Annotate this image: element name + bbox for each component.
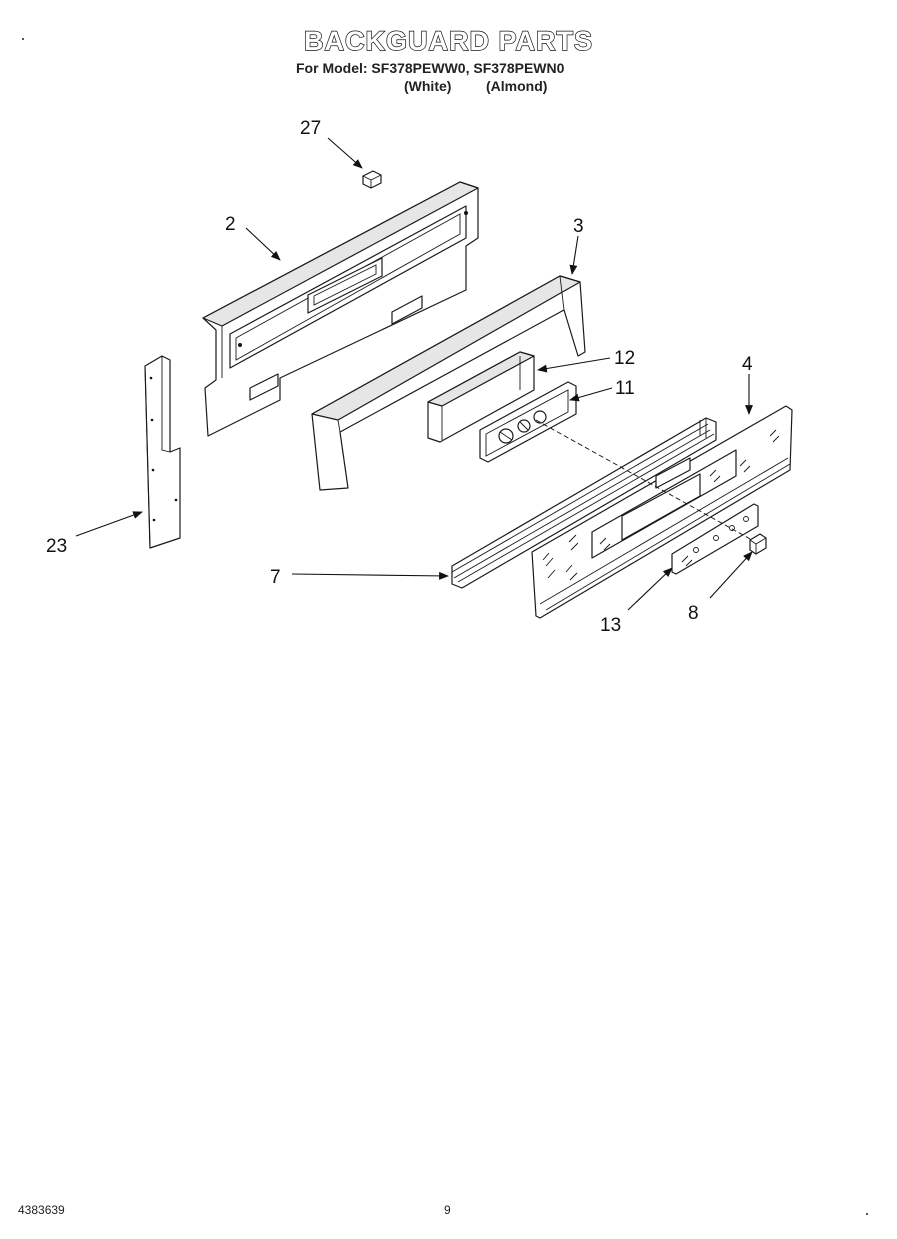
callout-12: 12 <box>614 348 635 369</box>
page-number: 9 <box>444 1203 451 1217</box>
scan-speck-bottom-right <box>866 1213 868 1215</box>
part-3-backguard-panel <box>311 275 586 491</box>
callout-13: 13 <box>600 615 621 636</box>
leader-27 <box>327 137 363 169</box>
part-12-bracket <box>427 351 535 443</box>
callout-4: 4 <box>742 354 753 375</box>
color-white-label: (White) <box>404 78 452 94</box>
part-8-knob <box>749 533 767 555</box>
leader-13 <box>627 567 673 611</box>
part-11-switch-bezel <box>479 381 577 463</box>
model-line: For Model: SF378PEWW0, SF378PEWN0 <box>296 60 565 76</box>
leader-7 <box>291 571 449 580</box>
color-almond-label: (Almond) <box>486 78 548 94</box>
callout-3: 3 <box>573 216 584 237</box>
part-23-side-trim <box>144 355 181 549</box>
scan-speck-top-left <box>22 38 24 40</box>
leader-23 <box>75 511 143 537</box>
part-27-clip <box>362 170 382 189</box>
callout-23: 23 <box>46 536 67 557</box>
part-7-extrusion <box>451 417 717 589</box>
callout-11: 11 <box>615 378 635 399</box>
page-title: BACKGUARD PARTS <box>303 25 593 56</box>
part-4-control-panel <box>531 405 793 619</box>
leader-2 <box>245 227 281 261</box>
callout-2: 2 <box>225 214 236 235</box>
callout-8: 8 <box>688 603 699 624</box>
callout-27: 27 <box>300 118 321 139</box>
assembly-line <box>535 419 753 541</box>
leader-3 <box>569 235 579 275</box>
leader-8 <box>709 551 753 599</box>
document-number: 4383639 <box>18 1203 65 1217</box>
part-2-backguard-frame <box>202 181 479 437</box>
leader-11 <box>569 387 613 402</box>
leader-12 <box>537 357 611 373</box>
callout-7: 7 <box>270 567 281 588</box>
